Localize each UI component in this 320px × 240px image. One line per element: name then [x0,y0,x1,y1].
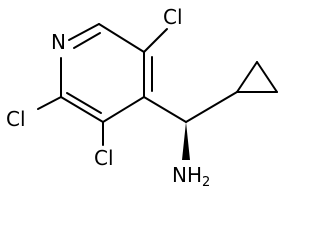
bond-c5-cl [143,28,168,53]
atom-label-chlorine-bottom: Cl [94,146,114,170]
atom-label-chlorine-top: Cl [163,5,183,29]
bond-cp-b [256,61,278,93]
atom-label-ring-nitrogen: N [51,30,66,54]
bond-c3-c2 [60,96,104,123]
bond-c4-c3 [102,96,145,123]
bond-n-c6-inner [73,32,101,49]
bond-c4-chiral [143,96,187,123]
substituent-bonds [37,28,187,146]
pyridine-ring [60,23,153,123]
cyclopropyl-ring [185,61,278,123]
stereo-wedge-bond [182,122,190,160]
amine-subscript: 2 [202,175,210,188]
amine-nh-text: NH [172,163,202,187]
chemical-structure-diagram: N Cl Cl Cl NH2 [6,5,278,188]
bond-c3-c2-inner [66,92,102,114]
bond-c6-c5 [98,23,145,53]
atom-label-amine: NH2 [172,163,210,188]
bond-chiral-cyclopropyl [185,91,238,123]
atom-label-chlorine-left: Cl [6,107,26,131]
bond-c2-cl [37,96,62,110]
bond-n-c6 [68,23,100,41]
bond-cp-a [236,61,258,93]
